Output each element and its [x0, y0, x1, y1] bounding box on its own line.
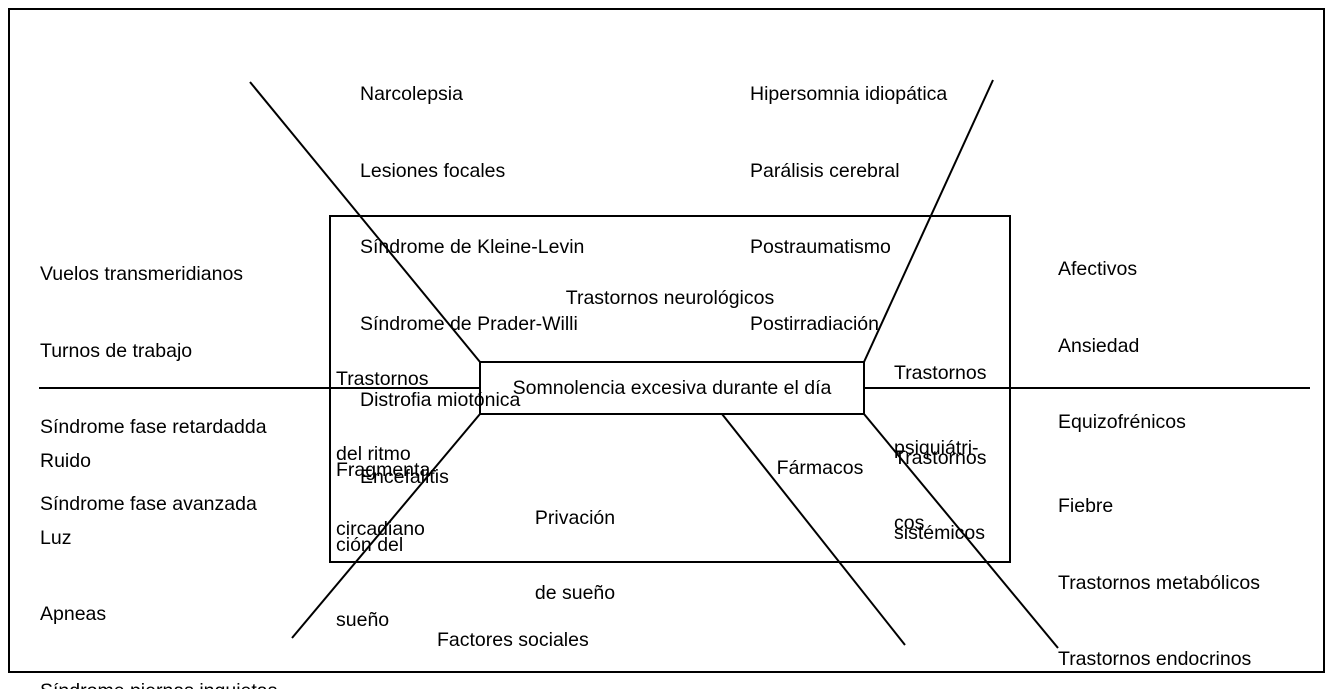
- cause-list-fragmentacion: Ruido Luz Apneas Síndrome piernas inquie…: [40, 398, 277, 689]
- cause-item: Síndrome de Prader-Willi: [360, 312, 578, 335]
- cause-item: Encefalitis: [360, 465, 449, 488]
- cause-item: Afectivos: [1058, 258, 1138, 280]
- cause-item: Ansiedad: [1058, 334, 1140, 357]
- category-label-line: sueño: [336, 609, 390, 631]
- category-label-line: de sueño: [534, 582, 616, 604]
- category-label-line: circadiano: [336, 518, 425, 540]
- category-label-line: del ritmo: [336, 443, 411, 465]
- category-label-line: Trastornos: [894, 362, 987, 384]
- cause-item: Postraumatismo: [750, 236, 891, 258]
- cause-item: Síndrome piernas inquietas: [40, 679, 277, 689]
- cause-item: Hipersomnia idiopática: [750, 83, 948, 105]
- category-label-line: Trastornos: [336, 368, 429, 390]
- branch-lower-left: [291, 413, 481, 639]
- cause-item: Trastornos endocrinos: [1058, 648, 1252, 670]
- page-border: [8, 8, 1325, 673]
- cause-list-privacion: Factores sociales Trastornos del ritmo c…: [437, 577, 704, 689]
- cause-item: Factores sociales: [437, 629, 589, 651]
- category-label-line: psiquiátri-: [894, 437, 979, 459]
- cause-item: Síndrome fase avanzada: [40, 492, 257, 515]
- branch-upper-left: [249, 81, 481, 363]
- category-label-ritmo-circadiano: Trastornos del ritmo circadiano: [336, 317, 428, 592]
- outer-box: [329, 215, 1011, 563]
- cause-item: Luz: [40, 526, 72, 549]
- cause-list-neurologicas-2: Hipersomnia idiopática Parálisis cerebra…: [750, 31, 947, 388]
- cause-item: Apneas: [40, 603, 107, 625]
- cause-item: Vuelos transmeridianos: [40, 263, 244, 285]
- category-label-line: Fragmenta-: [336, 459, 437, 481]
- category-label-sistemicos: Trastornos sistémicos: [894, 396, 986, 596]
- category-label-line: sistémicos: [894, 522, 986, 544]
- branch-lower-middle-right: [721, 413, 906, 646]
- branch-upper-right: [863, 79, 994, 363]
- cause-list-psiquiatricos: Afectivos Ansiedad Equizofrénicos: [1058, 206, 1186, 487]
- cause-item: Síndrome de Kleine-Levin: [360, 236, 585, 258]
- category-label-neurologicos: Trastornos neurológicos: [565, 287, 775, 309]
- cause-item: Postirradiación: [750, 312, 879, 335]
- category-label-line: cos: [894, 512, 925, 534]
- category-label-line: Trastornos: [894, 447, 987, 469]
- branch-lower-right: [863, 413, 1059, 649]
- cause-item: Síndrome fase retardadda: [40, 416, 267, 438]
- cause-item: Turnos de trabajo: [40, 339, 193, 362]
- cause-item: Lesiones focales: [360, 159, 506, 182]
- category-label-privacion: Privación de sueño: [460, 456, 690, 656]
- cause-item: Fiebre: [1058, 495, 1114, 517]
- cause-item: Trastornos metabólicos: [1058, 571, 1260, 594]
- category-label-farmacos: Fármacos: [776, 457, 864, 479]
- category-label-line: ción del: [336, 534, 404, 556]
- cause-item: Equizofrénicos: [1058, 411, 1186, 433]
- cause-item: Ruido: [40, 450, 91, 472]
- category-label-psiquiatricos: Trastornos psiquiátri- cos: [894, 311, 986, 586]
- cause-item: Distrofia miotónica: [360, 389, 521, 411]
- category-label-line: Privación: [534, 507, 616, 529]
- effect-box: [479, 361, 865, 415]
- cause-item: Parálisis cerebral: [750, 159, 900, 182]
- cause-item: Narcolepsia: [360, 83, 463, 105]
- category-label-fragmentacion: Fragmenta- ción del sueño: [336, 408, 437, 683]
- cause-list-ritmo-circadiano: Vuelos transmeridianos Turnos de trabajo…: [40, 211, 267, 568]
- effect-label: Somnolencia excesiva durante el día: [512, 377, 832, 399]
- cause-list-sistemicos: Fiebre Trastornos metabólicos Trastornos…: [1058, 443, 1260, 689]
- cause-list-neurologicas: Narcolepsia Lesiones focales Síndrome de…: [360, 31, 584, 541]
